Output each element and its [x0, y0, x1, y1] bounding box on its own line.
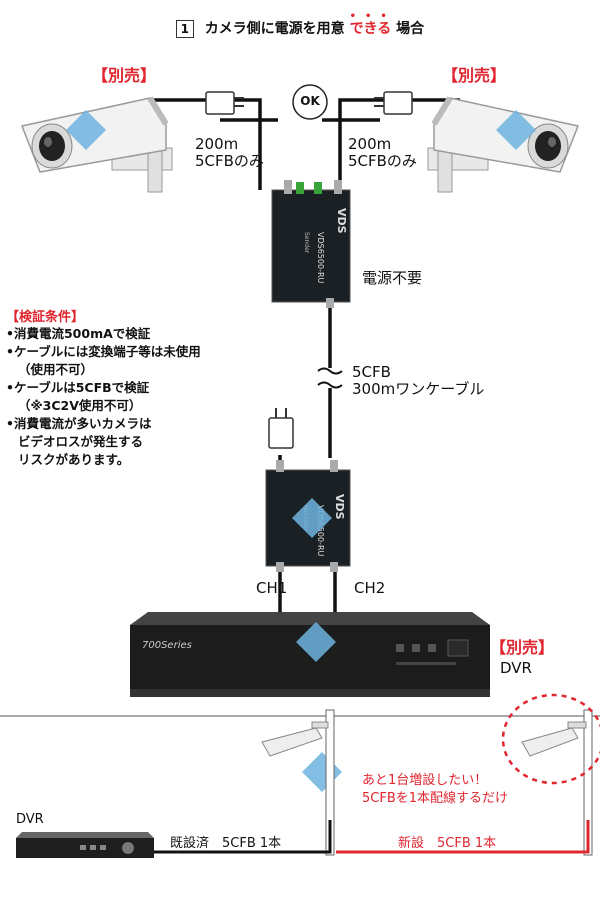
- keiyo-logo: [66, 110, 536, 792]
- bottom-scene: [16, 693, 600, 858]
- ok-label: OK: [300, 94, 320, 108]
- condition-2: •ケーブルには変換端子等は未使用: [6, 344, 201, 359]
- sender-device: VDS VDS6500-RU Sender: [271, 180, 351, 308]
- pole-new: [583, 709, 593, 856]
- section-number: 1: [175, 20, 194, 38]
- receiver-model: VDS6500-RU: [316, 505, 325, 557]
- camera-right: [427, 96, 580, 193]
- camera-existing: [261, 727, 323, 757]
- ch2-label: CH2: [354, 579, 386, 597]
- power-adapter-middle: [268, 408, 294, 449]
- condition-4: •消費電流が多いカメラは: [6, 416, 152, 431]
- cable-left-top: [150, 98, 262, 190]
- header-text-post: 場合: [396, 21, 425, 37]
- verification-conditions: 【検証条件】 •消費電流500mAで検証 •ケーブルには変換端子等は未使用 （使…: [6, 306, 266, 469]
- existing-cable-label: 既設済 5CFB 1本: [170, 836, 282, 851]
- bottom-dvr-label: DVR: [16, 812, 44, 827]
- condition-4-line2: ビデオロスが発生する: [18, 434, 144, 449]
- sender-role: Sender: [303, 232, 310, 254]
- condition-4-line3: リスクがあります。: [18, 452, 130, 467]
- condition-1: •消費電流500mAで検証: [6, 326, 151, 341]
- condition-3-note: （※3C2V使用不可）: [18, 398, 142, 413]
- camera-new: [521, 727, 579, 757]
- header-text-emph: •••できる: [349, 11, 396, 37]
- condition-2-note: （使用不可）: [18, 362, 94, 377]
- receiver-brand: VDS: [333, 494, 346, 520]
- power-adapter-left: [205, 91, 244, 115]
- new-camera-highlight: [501, 693, 600, 785]
- conditions-title: 【検証条件】: [6, 310, 85, 325]
- dvr-mini: [16, 832, 154, 838]
- cable-right-top: [338, 98, 460, 190]
- power-adapter-right: [374, 91, 413, 115]
- ok-badge: [292, 84, 328, 120]
- camera-left: [20, 96, 173, 193]
- dvr-label: DVR: [500, 659, 532, 677]
- sender-model: VDS6500-RU: [316, 232, 325, 284]
- tag-left-camera: 【別売】: [92, 66, 157, 85]
- cable-break-mark: [317, 367, 343, 389]
- sender-brand: VDS: [335, 208, 348, 234]
- tag-dvr: 【別売】: [490, 638, 555, 657]
- pole-existing: [325, 709, 335, 856]
- new-cable-label: 新設 5CFB 1本: [398, 836, 497, 851]
- diagram-header: 1 カメラ側に電源を用意 •••できる 場合: [0, 11, 600, 38]
- callout: あと1台増設したい！5CFBを1本配線するだけ: [362, 773, 509, 806]
- cable-new: [336, 820, 590, 854]
- header-text-pre: カメラ側に電源を用意: [204, 21, 345, 37]
- no-power-label: 電源不要: [362, 269, 423, 287]
- cable-existing: [154, 820, 332, 854]
- condition-3: •ケーブルは5CFBで検証: [6, 380, 150, 395]
- dvr-series-label: 700Series: [142, 640, 192, 651]
- ch1-label: CH1: [256, 579, 288, 597]
- tag-right-camera: 【別売】: [442, 66, 507, 85]
